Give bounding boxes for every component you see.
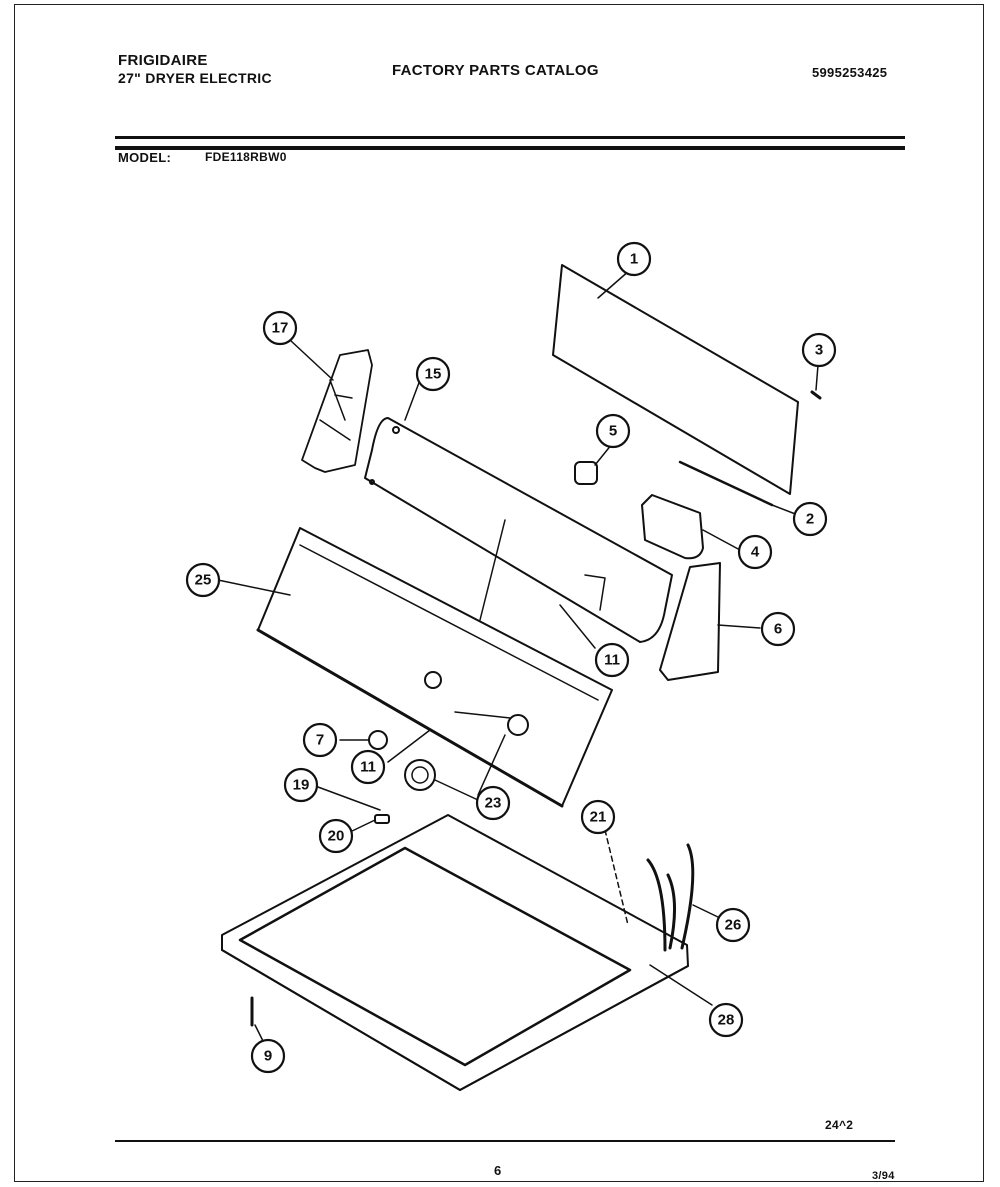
part-wire [678, 460, 774, 507]
svg-text:1: 1 [630, 251, 638, 268]
svg-text:6: 6 [774, 621, 782, 638]
svg-text:7: 7 [316, 732, 324, 749]
page-number: 6 [494, 1163, 502, 1178]
part-switch [641, 494, 704, 560]
svg-text:25: 25 [195, 572, 212, 589]
part-knob-small [368, 730, 388, 750]
svg-text:11: 11 [604, 652, 620, 669]
svg-text:17: 17 [272, 320, 289, 337]
callout-15: 15 [415, 356, 451, 392]
svg-text:9: 9 [264, 1048, 272, 1065]
callout-19: 19 [283, 767, 319, 803]
callout-17: 17 [262, 310, 298, 346]
callout-21: 21 [580, 799, 616, 835]
callout-3: 3 [801, 332, 837, 368]
callout-20: 20 [318, 818, 354, 854]
part-top-cover [221, 814, 689, 1091]
svg-text:26: 26 [725, 917, 742, 934]
model-label: MODEL: [118, 150, 172, 165]
svg-text:15: 15 [425, 366, 442, 383]
callout-7: 7 [302, 722, 338, 758]
callout-23: 23 [475, 785, 511, 821]
footer-date: 3/94 [872, 1170, 895, 1182]
callout-6: 6 [760, 611, 796, 647]
catalog-title: FACTORY PARTS CATALOG [392, 62, 599, 79]
part-end-cap [659, 562, 721, 681]
product-name: 27" DRYER ELECTRIC [118, 70, 272, 86]
page-frame [14, 4, 984, 1182]
svg-text:28: 28 [718, 1012, 735, 1029]
footer-reference: 24^2 [825, 1118, 854, 1132]
publication-number: 5995253425 [812, 65, 888, 80]
part-power-cord [646, 858, 667, 952]
svg-text:20: 20 [328, 828, 345, 845]
part-top-panel [552, 264, 799, 495]
callout-11-upper: 11 [594, 642, 630, 678]
footer-rule [115, 1140, 895, 1142]
header-rule-thick [115, 146, 905, 150]
svg-text:4: 4 [751, 544, 760, 561]
part-console [257, 527, 613, 807]
svg-text:21: 21 [590, 809, 607, 826]
callout-5: 5 [595, 413, 631, 449]
leader-1 [597, 269, 631, 299]
callout-28: 28 [708, 1002, 744, 1038]
callout-2: 2 [792, 501, 828, 537]
part-knob [574, 461, 598, 485]
callout-11-lower: 11 [350, 749, 386, 785]
part-control-panel [364, 417, 673, 643]
callout-4: 4 [737, 534, 773, 570]
svg-text:3: 3 [815, 342, 823, 359]
callout-1: 1 [616, 241, 652, 277]
callout-26: 26 [715, 907, 751, 943]
part-clip [374, 814, 390, 824]
part-screw [810, 390, 822, 400]
header-rule [115, 136, 905, 139]
svg-text:11: 11 [360, 759, 376, 776]
part-ring [404, 759, 436, 791]
svg-text:2: 2 [806, 511, 814, 528]
callout-9: 9 [250, 1038, 286, 1074]
part-bracket [301, 349, 373, 473]
model-value: FDE118RBW0 [205, 150, 287, 164]
callout-25: 25 [185, 562, 221, 598]
brand-name: FRIGIDAIRE [118, 52, 208, 69]
svg-text:19: 19 [293, 777, 310, 794]
svg-text:5: 5 [609, 423, 617, 440]
svg-text:23: 23 [485, 795, 502, 812]
